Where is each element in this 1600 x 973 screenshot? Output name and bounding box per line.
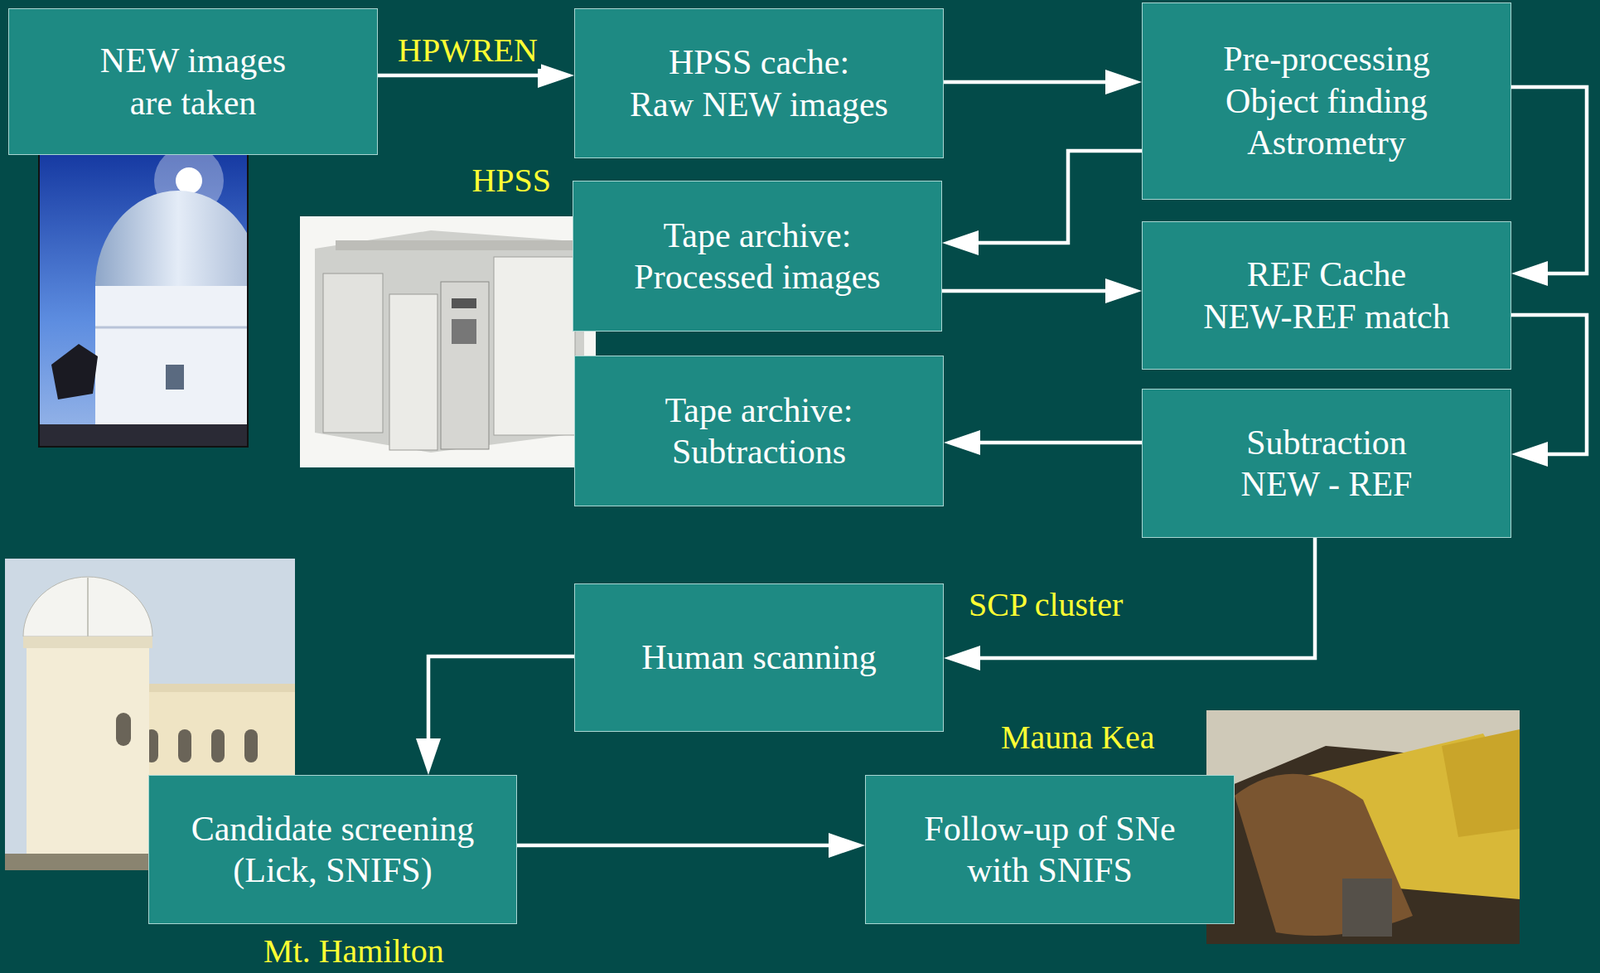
- ground: [38, 424, 248, 447]
- window: [165, 364, 184, 390]
- text-line: (Lick, SNIFS): [191, 849, 475, 891]
- text-line: Subtractions: [665, 430, 854, 473]
- dome-building: [95, 281, 248, 447]
- box-text: Subtraction NEW - REF: [1241, 421, 1413, 506]
- instrument: [1342, 878, 1393, 937]
- dome-ring: [95, 326, 248, 329]
- photo-frame: [38, 132, 248, 447]
- flow-arrow: [517, 843, 849, 848]
- cabinet-side: [493, 256, 576, 436]
- flow-arrow: [428, 656, 575, 759]
- process-box: REF Cache NEW-REF match: [1141, 221, 1512, 370]
- site-label: Mt. Hamilton: [260, 932, 448, 970]
- window: [178, 729, 192, 763]
- text-line: Human scanning: [641, 636, 876, 678]
- dome: [23, 576, 153, 637]
- photo-ground: [1206, 710, 1520, 944]
- cornice: [124, 683, 295, 692]
- text-line: REF Cache: [1203, 253, 1450, 295]
- process-box: Follow-up of SNe with SNIFS: [865, 774, 1235, 924]
- process-box: Human scanning: [574, 583, 944, 732]
- flow-arrow: [958, 150, 1142, 243]
- text-line: with SNIFS: [923, 849, 1175, 891]
- text-line: Astrometry: [1222, 121, 1431, 164]
- sun: [175, 167, 203, 194]
- flow-arrow: [377, 73, 558, 78]
- process-box: Tape archive: Processed images: [572, 180, 943, 332]
- site-label: Mauna Kea: [997, 719, 1158, 756]
- drive-slot: [451, 298, 477, 309]
- tape-library-photo: [299, 216, 596, 468]
- dome-rib: [87, 577, 89, 637]
- cabinet: [389, 294, 438, 450]
- flow-arrow: [943, 80, 1126, 85]
- process-box: Subtraction NEW - REF: [1141, 388, 1512, 538]
- text-line: Tape archive:: [665, 389, 854, 431]
- text-line: Candidate screening: [191, 807, 475, 850]
- text-line: Processed images: [633, 256, 880, 298]
- text-line: Pre-processing: [1222, 38, 1431, 80]
- text-line: Subtraction: [1241, 421, 1413, 464]
- site-label: SCP cluster: [965, 586, 1127, 624]
- box-text: Tape archive: Processed images: [633, 214, 880, 299]
- process-box: Tape archive: Subtractions: [574, 355, 944, 507]
- text-line: NEW - REF: [1241, 463, 1413, 505]
- dome-base: [23, 636, 153, 648]
- text-line: NEW-REF match: [1203, 295, 1450, 338]
- palomar-dome-photo: [38, 132, 248, 447]
- site-label: HPSS: [468, 162, 555, 199]
- link-label: HPWREN: [394, 32, 542, 69]
- box-text: Follow-up of SNe with SNIFS: [923, 807, 1175, 892]
- mount: [1234, 773, 1413, 936]
- photo-ground: [299, 216, 596, 468]
- text-line: NEW images: [100, 39, 286, 82]
- text-line: Raw NEW images: [629, 83, 889, 126]
- text-line: HPSS cache:: [629, 41, 889, 83]
- box-text: Human scanning: [641, 636, 876, 678]
- flow-arrow: [1511, 87, 1587, 274]
- flow-arrow: [1511, 314, 1587, 455]
- tube-ring: [1441, 729, 1520, 837]
- box-text: Pre-processing Object finding Astrometry: [1222, 38, 1431, 164]
- text-line: Object finding: [1222, 80, 1431, 122]
- text-line: Follow-up of SNe: [923, 807, 1175, 850]
- box-text: NEW images are taken: [100, 39, 286, 124]
- flow-arrow: [960, 537, 1315, 658]
- flow-arrow: [942, 289, 1126, 294]
- cabinet-top: [335, 240, 585, 251]
- process-box: HPSS cache: Raw NEW images: [574, 8, 944, 159]
- telescope-photo: [1206, 710, 1520, 944]
- cabinet-door: [323, 273, 383, 433]
- tower: [26, 633, 150, 871]
- box-text: HPSS cache: Raw NEW images: [629, 41, 889, 126]
- box-text: REF Cache NEW-REF match: [1203, 253, 1450, 338]
- box-text: Tape archive: Subtractions: [665, 389, 854, 474]
- box-text: Candidate screening (Lick, SNIFS): [191, 807, 475, 892]
- dome: [95, 190, 248, 286]
- flow-arrow: [960, 440, 1142, 445]
- structure: [51, 343, 98, 400]
- drive-unit: [440, 281, 489, 450]
- process-box: Pre-processing Object finding Astrometry: [1141, 2, 1512, 200]
- text-line: are taken: [100, 82, 286, 124]
- process-box: Candidate screening (Lick, SNIFS): [148, 774, 518, 924]
- window: [116, 712, 131, 746]
- cabinet-back: [314, 230, 585, 453]
- window: [211, 729, 225, 763]
- process-box: NEW images are taken: [8, 8, 378, 155]
- window: [244, 729, 258, 763]
- drive-panel: [451, 319, 477, 344]
- text-line: Tape archive:: [633, 214, 880, 257]
